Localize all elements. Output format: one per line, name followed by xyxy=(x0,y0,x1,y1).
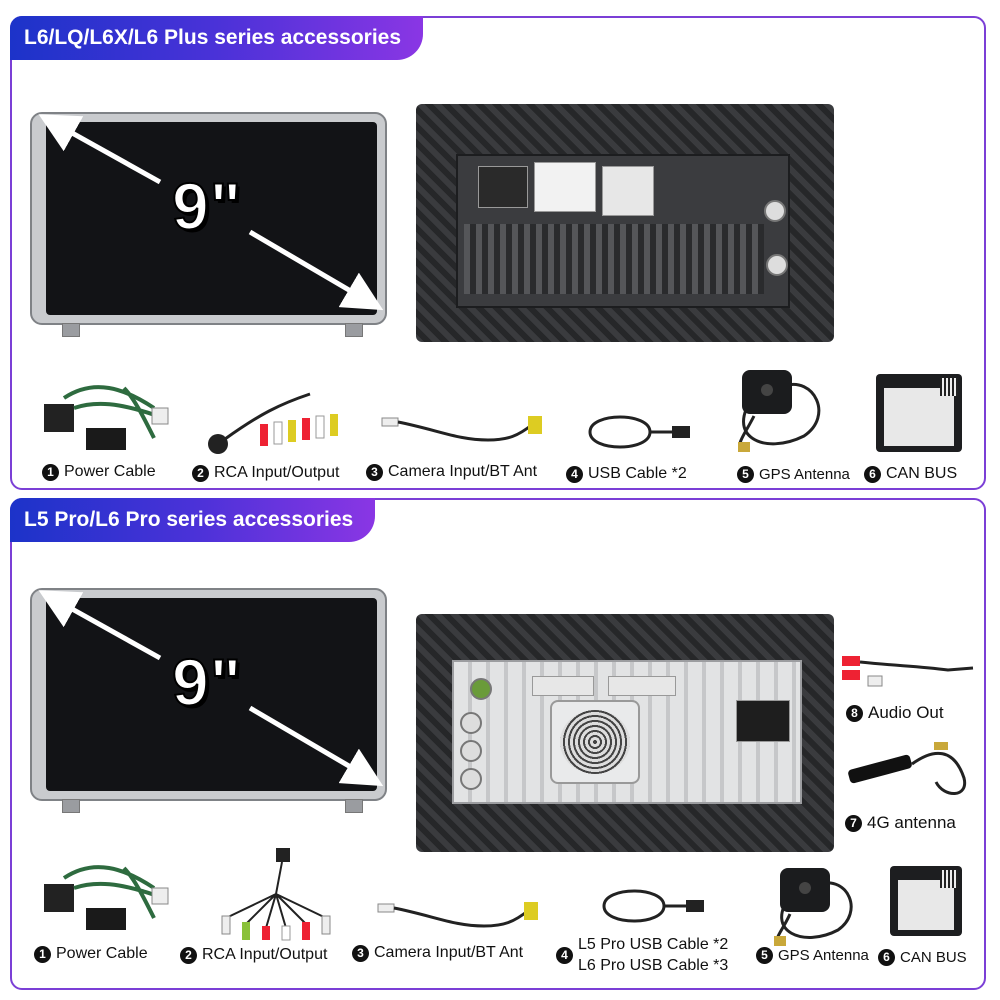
screen-size-label: 9" xyxy=(171,644,242,720)
mount-tab xyxy=(345,323,363,337)
antenna-port xyxy=(470,678,492,700)
label-sticker xyxy=(534,162,596,212)
heatsink-fins xyxy=(464,224,764,294)
caption-text: GPS Antenna xyxy=(759,466,850,483)
accessory-caption-canbus: 6 CAN BUS xyxy=(878,949,967,966)
camera-cable-image xyxy=(377,902,538,928)
accessory-caption-power-cable: 1 Power Cable xyxy=(34,945,148,963)
caption-text: RCA Input/Output xyxy=(214,464,340,481)
accessory-caption-gps: 5 GPS Antenna xyxy=(737,466,850,483)
mount-tab xyxy=(62,799,80,813)
gps-puck xyxy=(742,370,792,414)
caption-text: Camera Input/BT Ant xyxy=(388,463,538,480)
number-badge: 5 xyxy=(756,947,773,964)
mount-tab xyxy=(345,799,363,813)
4g-antenna-image xyxy=(848,742,967,795)
head-unit-back xyxy=(416,104,834,342)
panel-title: L6/LQ/L6X/L6 Plus series accessories xyxy=(10,16,424,60)
antenna-port xyxy=(460,712,482,734)
audio-out-cable-image xyxy=(842,656,974,687)
caption-text: CAN BUS xyxy=(886,465,958,482)
antenna-port xyxy=(460,740,482,762)
cooling-fan xyxy=(550,700,640,784)
head-unit-back xyxy=(416,614,834,852)
panel-title: L5 Pro/L6 Pro series accessories xyxy=(10,498,376,542)
head-unit-front xyxy=(30,112,387,337)
head-unit-front xyxy=(30,588,387,813)
usb-cable-image xyxy=(602,889,704,923)
caption-text: L6 Pro USB Cable *3 xyxy=(578,957,729,974)
accessory-caption-canbus: 6 CAN BUS xyxy=(864,465,957,483)
connector xyxy=(532,676,594,696)
number-badge: 6 xyxy=(878,949,895,966)
accessory-caption-4g: 7 4G antenna xyxy=(845,813,956,833)
accessory-caption-power-cable: 1 Power Cable xyxy=(42,463,156,481)
caption-text: 4G antenna xyxy=(867,813,956,832)
diagonal-arrow-icon xyxy=(38,590,384,787)
connector xyxy=(478,166,528,208)
number-badge: 3 xyxy=(366,463,383,481)
accessory-caption-usb: 4 USB Cable *2 xyxy=(566,465,687,483)
antenna-port xyxy=(766,254,788,276)
antenna-port xyxy=(460,768,482,790)
number-badge: 2 xyxy=(180,946,197,964)
number-badge: 1 xyxy=(42,463,59,481)
accessory-caption-rca: 2 RCA Input/Output xyxy=(192,464,339,482)
accessory-caption-gps: 5 GPS Antenna xyxy=(756,947,869,964)
caption-text-group: L5 Pro USB Cable *2 L6 Pro USB Cable *3 xyxy=(578,934,728,976)
caption-text: Camera Input/BT Ant xyxy=(374,944,524,961)
power-cable-image xyxy=(44,385,169,450)
caption-text: CAN BUS xyxy=(900,949,967,966)
gps-puck xyxy=(780,868,830,912)
connector xyxy=(736,700,790,742)
camera-cable-image xyxy=(381,416,542,442)
caption-text: L5 Pro USB Cable *2 xyxy=(578,936,729,953)
caption-text: Audio Out xyxy=(868,703,944,722)
accessory-caption-camera: 3 Camera Input/BT Ant xyxy=(366,463,537,481)
caption-text: GPS Antenna xyxy=(778,947,869,964)
screen-size-label: 9" xyxy=(171,168,242,244)
connector xyxy=(608,676,676,696)
number-badge: 7 xyxy=(845,814,862,832)
accessory-caption-camera: 3 Camera Input/BT Ant xyxy=(352,944,523,962)
accessory-caption-audio-out: 8 Audio Out xyxy=(846,703,944,723)
caption-text: RCA Input/Output xyxy=(202,946,328,963)
rca-cable-image xyxy=(221,848,331,941)
number-badge: 4 xyxy=(566,465,583,483)
gps-antenna-image xyxy=(724,356,834,456)
antenna-port xyxy=(764,200,786,222)
display-glass xyxy=(46,122,377,315)
number-badge: 5 xyxy=(737,466,754,483)
caption-text: Power Cable xyxy=(56,945,148,962)
diagonal-arrow-icon xyxy=(38,114,384,311)
power-cable-image xyxy=(44,865,169,930)
caption-text: Power Cable xyxy=(64,463,156,480)
number-badge: 1 xyxy=(34,945,51,963)
canbus-box-image xyxy=(876,374,962,452)
caption-text: USB Cable *2 xyxy=(588,465,687,482)
rca-cable-image xyxy=(208,392,338,454)
usb-cable-image xyxy=(588,415,690,449)
mount-tab xyxy=(62,323,80,337)
number-badge: 2 xyxy=(192,464,209,482)
connector xyxy=(602,166,654,216)
number-badge: 4 xyxy=(556,946,573,964)
canbus-box-image xyxy=(890,866,962,936)
gps-antenna-image xyxy=(764,856,864,948)
number-badge: 3 xyxy=(352,944,369,962)
number-badge: 6 xyxy=(864,465,881,483)
display-glass xyxy=(46,598,377,791)
accessory-caption-usb: 4 L5 Pro USB Cable *2 L6 Pro USB Cable *… xyxy=(556,934,728,976)
accessory-caption-rca: 2 RCA Input/Output xyxy=(180,946,327,964)
number-badge: 8 xyxy=(846,704,863,722)
